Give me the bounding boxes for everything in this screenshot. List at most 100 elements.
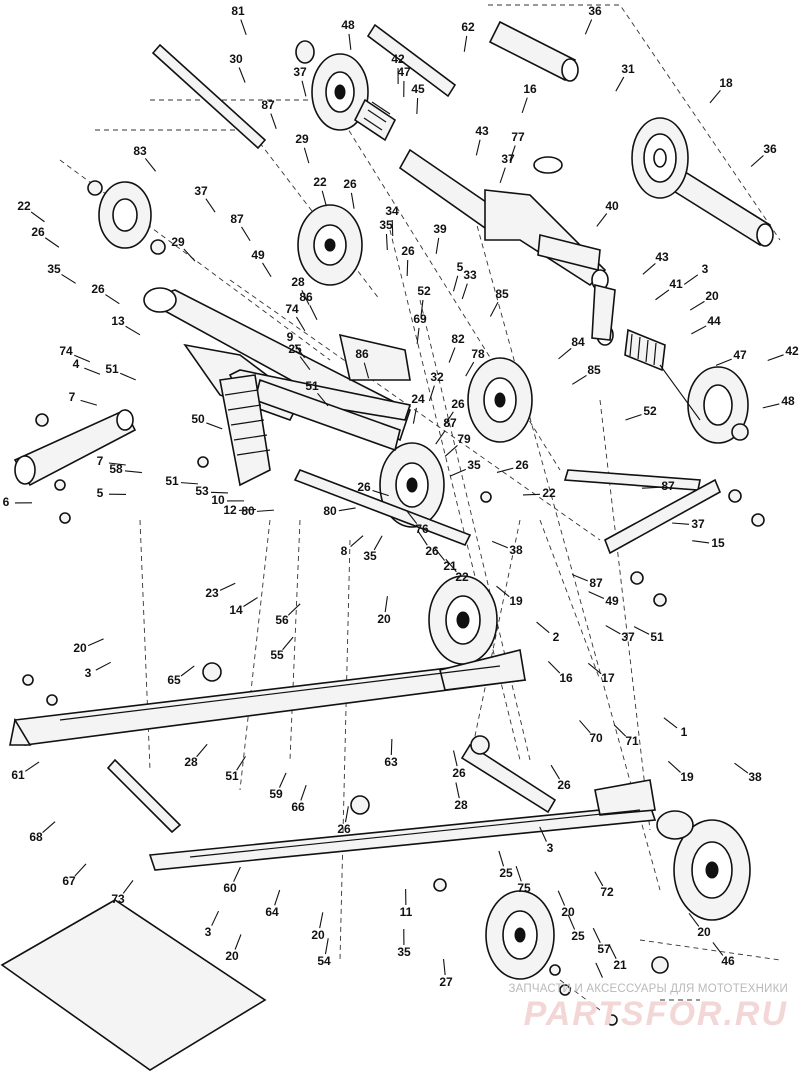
leader-line [445,558,457,573]
callout-label: 10 [211,493,225,507]
callout-label: 20 [561,905,575,919]
leader-line [372,490,389,497]
callout-label: 4 [73,357,80,371]
callout-label: 26 [343,177,357,191]
fasteners [22,180,765,1026]
leader-line [363,362,370,379]
leader-line [95,661,111,671]
callout-label: 37 [293,65,307,79]
leader-line [762,403,780,409]
shock-absorber [219,374,271,487]
torsion-springs [624,328,701,421]
callout-label: 23 [205,586,219,600]
callout-label: 87 [443,416,457,430]
rear-axle-assembly [488,20,774,247]
leader-line [452,750,458,767]
leader-line [74,863,87,877]
callout-label: 76 [415,522,429,536]
callout-label: 38 [748,770,762,784]
leader-line [557,890,566,906]
leader-line [420,299,424,316]
leader-line [442,959,446,976]
watermark-tagline: ЗАПЧАСТИ И АКСЕССУАРЫ ДЛЯ МОТОТЕХНИКИ [508,983,788,995]
callout-label: 22 [17,199,31,213]
callout-label: 71 [625,734,639,748]
leader-line [608,944,617,960]
callout-label: 56 [275,613,289,627]
callout-label: 20 [377,612,391,626]
callout-label: 51 [305,379,319,393]
leader-line [489,301,499,317]
callout-label: 16 [523,82,537,96]
leader-line [491,540,508,549]
leader-line [282,636,294,651]
front-torsion-arm [398,148,616,346]
hyfax-slide-mat [0,899,267,1071]
leader-line [338,507,356,512]
callout-label: 35 [379,218,393,232]
leader-line [300,785,307,801]
callout-label: 82 [451,332,465,346]
leader-line [547,661,561,674]
cross-shafts [106,468,722,834]
leader-line [588,591,605,600]
leader-line [416,97,419,115]
callout-label: 51 [105,362,119,376]
leader-line [579,720,591,734]
callout-label: 37 [621,630,635,644]
left-skid-rail [9,649,527,746]
right-skid-rail [148,779,657,871]
callout-label: 24 [411,392,425,406]
leader-line [219,582,236,591]
leader-line [295,316,306,332]
leader-line [385,233,388,250]
leader-line [180,665,195,677]
callout-label: 53 [195,484,209,498]
leader-line [655,289,670,301]
callout-label: 20 [705,289,719,303]
callout-label: 57 [597,942,611,956]
callout-label: 20 [311,928,325,942]
leader-line [712,942,724,956]
leader-line [465,361,475,377]
leader-line [594,871,604,887]
leader-line [496,585,510,598]
callout-label: 20 [73,641,87,655]
callout-label: 25 [499,866,513,880]
leader-line [572,374,587,385]
leader-line [689,300,705,311]
callout-label: 51 [225,769,239,783]
callout-label: 27 [439,975,453,989]
callout-label: 26 [357,480,371,494]
callout-label: 37 [194,184,208,198]
callout-label: 36 [588,4,602,18]
leader-line [715,358,732,366]
leader-line [450,468,467,477]
leader-line [692,540,710,544]
callout-label: 42 [391,52,405,66]
leader-line [301,80,307,97]
callout-label: 5 [457,260,464,274]
leader-line [691,325,707,335]
leader-line [587,662,602,675]
leader-line [709,89,721,104]
callout-label: 25 [571,929,585,943]
callout-label: 7 [69,390,76,404]
leader-line [205,198,216,213]
leader-line [663,717,678,729]
leader-line [406,510,418,524]
callout-label: 87 [261,98,275,112]
leader-line [238,67,246,83]
callout-label: 80 [323,504,337,518]
callout-label: 86 [355,347,369,361]
leader-line [625,414,642,421]
leader-line [210,491,228,494]
watermark-logo-text: PARTSFOR.RU [524,995,788,1033]
callout-label: 63 [384,755,398,769]
callout-label: 15 [711,536,725,550]
callout-label: 67 [62,874,76,888]
leader-line [144,158,156,172]
callout-label: 19 [680,770,694,784]
callout-label: 77 [511,130,525,144]
callout-label: 33 [463,268,477,282]
